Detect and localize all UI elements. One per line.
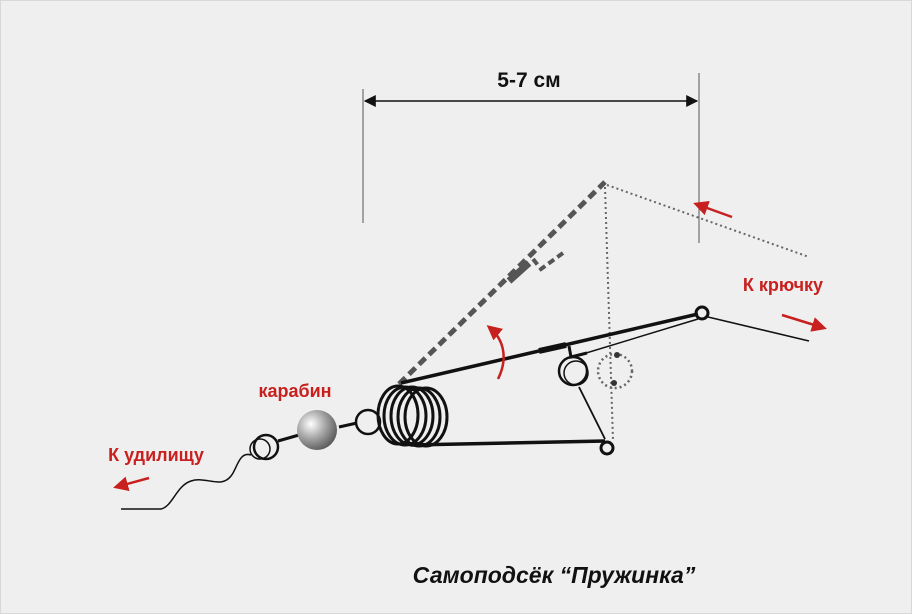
rotation-arrow-icon [486, 325, 505, 380]
motion-arrows [113, 201, 827, 492]
label-to-hook: К крючку [743, 275, 823, 295]
label-carabiner: карабин [258, 381, 331, 401]
arrow-left-icon [693, 201, 733, 219]
spring-rig [121, 305, 810, 510]
arrow-right-icon [781, 313, 827, 332]
arrow-left-icon [113, 476, 150, 492]
triggered-position-ghost [397, 180, 810, 442]
dimension-marker [362, 73, 700, 243]
sinker-ball [297, 410, 337, 450]
dimension-label: 5-7 см [497, 69, 560, 92]
diagram-title: Самоподсёк “Пружинка” [413, 562, 696, 588]
label-to-rod: К удилищу [108, 445, 204, 465]
